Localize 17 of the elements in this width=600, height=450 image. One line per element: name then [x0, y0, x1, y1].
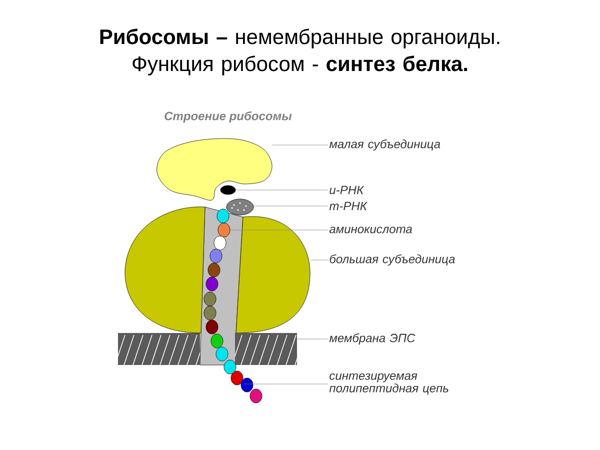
subtitle: Строение рибосомы: [164, 111, 292, 123]
part-label: аминокислота: [329, 226, 412, 234]
part-label: синтезируемая полипептидная цепь: [329, 373, 448, 395]
small-subunit: [156, 138, 272, 200]
leader-line: [272, 144, 328, 146]
membrane: [235, 333, 297, 365]
part-label: и-РНК: [330, 186, 364, 194]
leader-line: [297, 338, 328, 340]
oval: [226, 198, 254, 216]
part-label: т-РНК: [329, 202, 368, 210]
bead: [230, 370, 244, 386]
part-label: мембрана ЭПС: [329, 333, 416, 345]
part-label: малая субъединица: [329, 139, 440, 151]
dot: [220, 185, 236, 195]
title: Рибосомы – немембранные органоиды. Функция рибосом - синтез белка.: [100, 28, 500, 76]
large-subunit: [124, 206, 310, 334]
part-label: большая субъединица: [330, 254, 455, 266]
